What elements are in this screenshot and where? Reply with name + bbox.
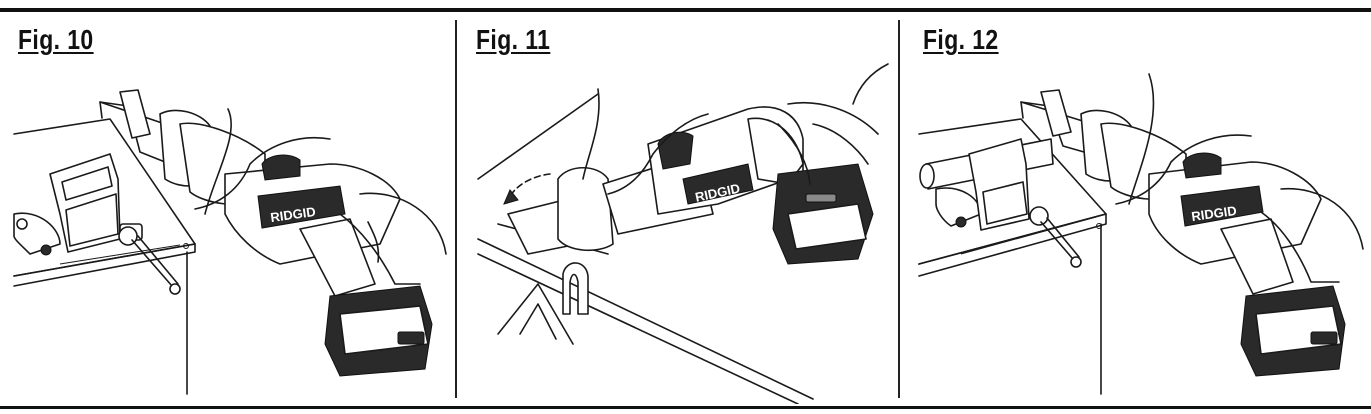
hands	[194, 108, 447, 285]
workbench	[918, 118, 1107, 395]
figure-11-illustration: RIDGID	[458, 14, 896, 404]
reciprocating-saw: RIDGID	[507, 106, 874, 265]
brand-label-1: RIDGID	[269, 204, 316, 225]
panel-divider-1	[455, 20, 457, 398]
figure-12-illustration: RIDGID	[901, 14, 1371, 404]
figure-12-label: Fig. 12	[923, 24, 999, 55]
figure-12-panel: RIDGID Fig. 12	[901, 14, 1371, 404]
figure-11-label: Fig. 11	[476, 24, 551, 55]
panel-divider-2	[898, 20, 900, 398]
brand-label-3: RIDGID	[1190, 203, 1237, 224]
figure-10-label: Fig. 10	[18, 24, 94, 55]
hands	[582, 63, 889, 195]
figure-11-panel: RIDGID Fig. 11	[458, 14, 896, 404]
figure-10-illustration: RIDGID	[0, 14, 452, 404]
figure-10-panel: RIDGID Fig. 10	[0, 14, 452, 404]
bench-vise	[13, 153, 181, 295]
rotation-arrow	[503, 173, 551, 205]
top-rule	[0, 8, 1371, 12]
workbench	[13, 118, 196, 395]
bench-vise	[935, 138, 1082, 268]
reciprocating-saw: RIDGID	[1020, 89, 1346, 377]
reciprocating-saw: RIDGID	[99, 89, 433, 377]
sawhorse	[497, 262, 589, 345]
bottom-rule	[0, 406, 1371, 409]
hands	[1115, 73, 1364, 283]
